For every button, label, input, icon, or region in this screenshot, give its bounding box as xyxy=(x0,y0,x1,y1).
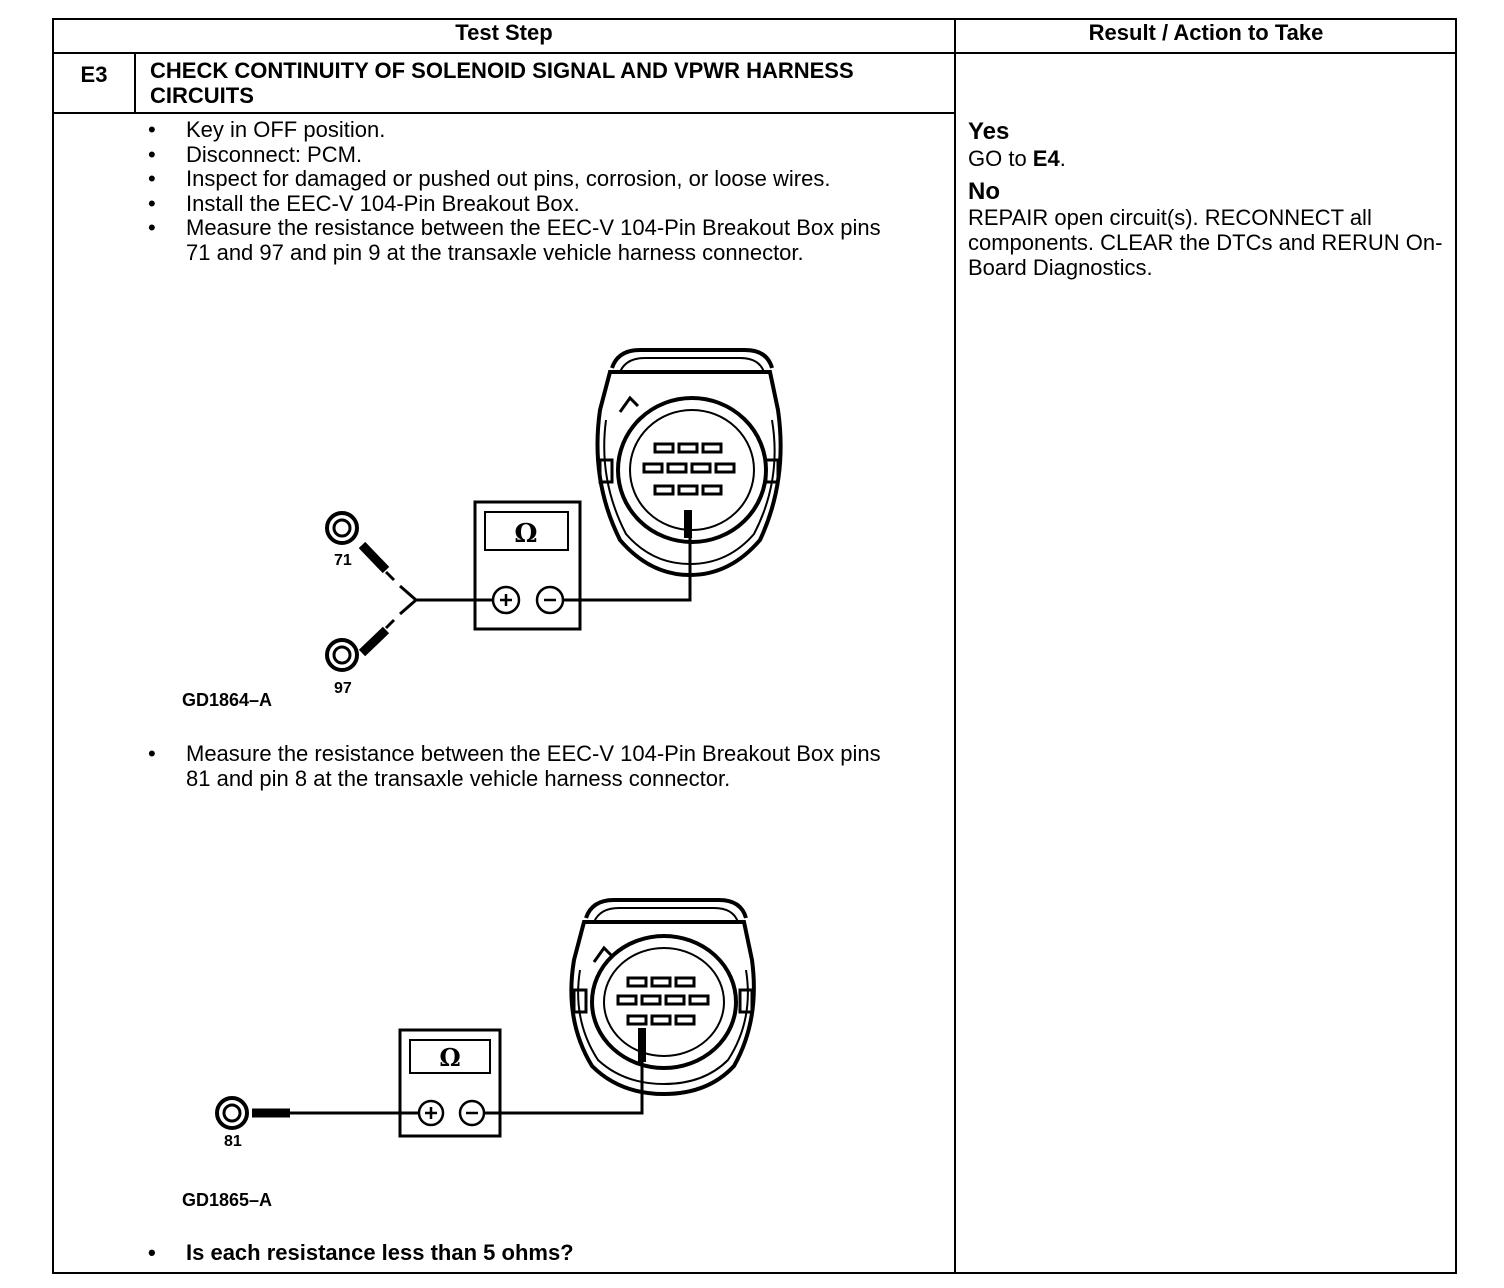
result-yes-suffix: . xyxy=(1059,146,1066,171)
instruction-item: Disconnect: PCM. xyxy=(146,142,906,168)
probe-leads xyxy=(358,541,390,657)
instruction-item: Install the EEC-V 104-Pin Breakout Box. xyxy=(146,191,906,217)
connector-pins xyxy=(642,442,736,496)
breakout-pins xyxy=(325,511,359,672)
step-title-divider xyxy=(52,112,955,114)
pin-label-97: 97 xyxy=(334,680,352,697)
test-leads xyxy=(384,530,692,630)
header-result: Result / Action to Take xyxy=(1088,20,1324,45)
instruction-item: Measure the resistance between the EEC-V… xyxy=(146,215,906,265)
result-yes-label: Yes xyxy=(968,118,1010,145)
step-id-divider xyxy=(134,52,136,112)
header-test-step: Test Step xyxy=(455,20,553,45)
step-title: CHECK CONTINUITY OF SOLENOID SIGNAL AND … xyxy=(150,58,854,108)
pin-label-71: 71 xyxy=(334,552,352,569)
harness-connector xyxy=(569,898,756,1097)
result-yes-action: GO to E4. xyxy=(968,146,1448,171)
step-id: E3 xyxy=(80,62,108,87)
instruction-list-2: Measure the resistance between the EEC-V… xyxy=(146,741,906,791)
connector-pins xyxy=(616,976,710,1026)
meter-symbol: Ω xyxy=(439,1043,460,1072)
figure-1-diagram: Ω 71 97 xyxy=(325,348,783,697)
result-no-label: No xyxy=(968,178,1000,205)
instruction-list-1: Key in OFF position.Disconnect: PCM.Insp… xyxy=(146,117,906,265)
instruction-item: Key in OFF position. xyxy=(146,117,906,143)
result-yes-target: E4 xyxy=(1032,146,1060,171)
header-divider xyxy=(52,52,1457,54)
meter-symbol: Ω xyxy=(514,519,537,549)
pin-label-81: 81 xyxy=(224,1133,242,1150)
question: • Is each resistance less than 5 ohms? xyxy=(146,1240,574,1266)
instruction-item: Inspect for damaged or pushed out pins, … xyxy=(146,166,906,192)
probe-tip xyxy=(684,510,692,538)
table-frame xyxy=(52,18,1457,1274)
result-no-action: REPAIR open circuit(s). RECONNECT all co… xyxy=(968,205,1443,280)
figure-2-diagram: Ω 81 xyxy=(215,898,756,1150)
result-yes-prefix: GO to xyxy=(968,146,1033,171)
breakout-pin xyxy=(215,1096,249,1130)
test-leads xyxy=(290,1050,644,1115)
column-divider xyxy=(954,18,956,1274)
question-text: Is each resistance less than 5 ohms? xyxy=(186,1240,574,1265)
instruction-item: Measure the resistance between the EEC-V… xyxy=(146,741,906,791)
probe-tip xyxy=(638,1028,646,1062)
figure-2-caption: GD1865–A xyxy=(182,1190,273,1210)
question-bullet: • xyxy=(148,1240,156,1265)
figure-1-caption: GD1864–A xyxy=(182,690,273,710)
